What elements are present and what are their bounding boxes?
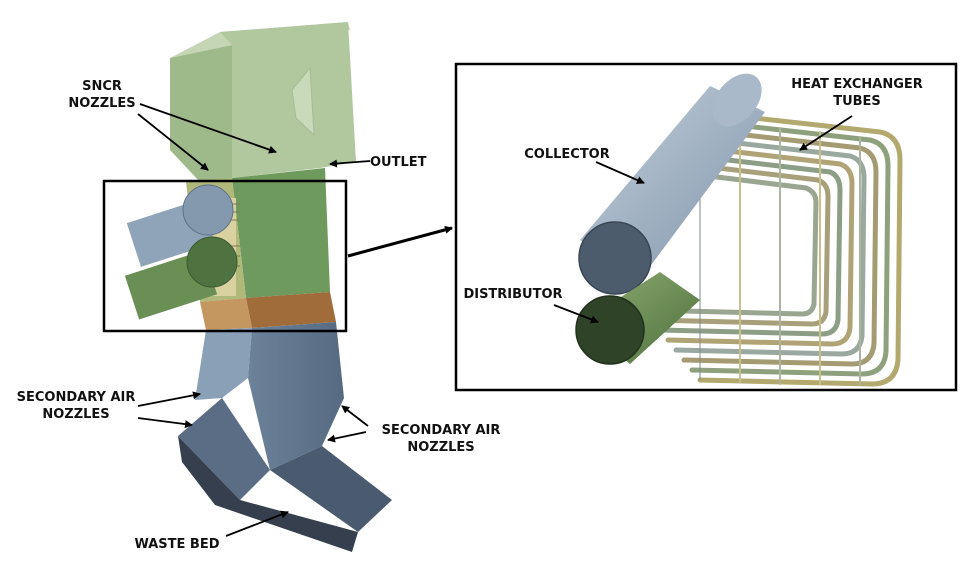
arrow-collector: [595, 161, 645, 184]
label-collector: COLLECTOR: [512, 146, 622, 163]
boiler-body: [124, 22, 392, 552]
label-outlet: OUTLET: [370, 154, 440, 171]
upper-section-left-face: [170, 45, 232, 182]
arrow-sncr-1: [139, 103, 277, 154]
label-sec-air-right-line1: SECONDARY AIR: [381, 423, 501, 438]
label-sec-air-right-line2: NOZZLES: [407, 440, 475, 455]
label-sncr-line1: SNCR: [82, 79, 122, 94]
label-sec-air-left-line1: SECONDARY AIR: [16, 390, 136, 405]
arrow-sec-air-left-2: [137, 417, 193, 429]
zoom-arrow: [347, 225, 453, 258]
label-secondary-air-right: SECONDARY AIR NOZZLES: [366, 422, 516, 456]
arrow-sec-air-left-1: [137, 391, 201, 407]
middle-section-front: [232, 168, 330, 298]
tube-bundle: [641, 109, 903, 387]
detail-heat-exchanger: [575, 73, 903, 387]
annotation-arrows: [137, 103, 853, 537]
label-distributor: DISTRIBUTOR: [458, 286, 568, 303]
lower-section-left: [195, 328, 252, 400]
label-sncr-nozzles: SNCR NOZZLES: [62, 78, 142, 112]
collector-top-end: [712, 73, 762, 127]
arrow-heat-exchanger: [799, 115, 853, 151]
arrow-waste-bed: [225, 510, 289, 537]
label-hx-line2: TUBES: [833, 94, 881, 109]
label-sncr-line2: NOZZLES: [68, 96, 136, 111]
collector-end: [578, 221, 652, 295]
label-waste-bed-text: WASTE BED: [134, 537, 220, 552]
upper-section-front-face: [220, 22, 356, 178]
brown-band-front: [246, 292, 336, 328]
small-distributor-end: [186, 236, 238, 288]
label-distributor-text: DISTRIBUTOR: [463, 287, 563, 302]
small-heat-exchanger: [124, 184, 240, 320]
label-sec-air-left-line2: NOZZLES: [42, 407, 110, 422]
arrow-outlet: [329, 159, 371, 168]
arrow-sncr-2: [137, 113, 209, 171]
waste-bed-front: [178, 436, 358, 552]
label-collector-text: COLLECTOR: [524, 147, 610, 162]
label-outlet-text: OUTLET: [370, 155, 427, 170]
waste-bed-right: [270, 446, 392, 532]
label-heat-exchanger-tubes: HEAT EXCHANGER TUBES: [782, 76, 932, 110]
arrow-distributor: [553, 304, 599, 324]
label-secondary-air-left: SECONDARY AIR NOZZLES: [6, 389, 146, 423]
distributor-end: [575, 295, 645, 365]
label-hx-line1: HEAT EXCHANGER: [791, 77, 923, 92]
outlet-opening: [291, 66, 315, 137]
lower-section-front: [248, 322, 344, 470]
waste-bed-top: [178, 398, 270, 500]
small-collector-end: [182, 184, 234, 236]
arrow-sec-air-right-1: [341, 405, 369, 427]
label-waste-bed: WASTE BED: [122, 536, 232, 553]
zoom-box-left: [102, 179, 348, 333]
brown-band-left: [200, 298, 252, 330]
arrow-sec-air-right-2: [327, 431, 367, 443]
